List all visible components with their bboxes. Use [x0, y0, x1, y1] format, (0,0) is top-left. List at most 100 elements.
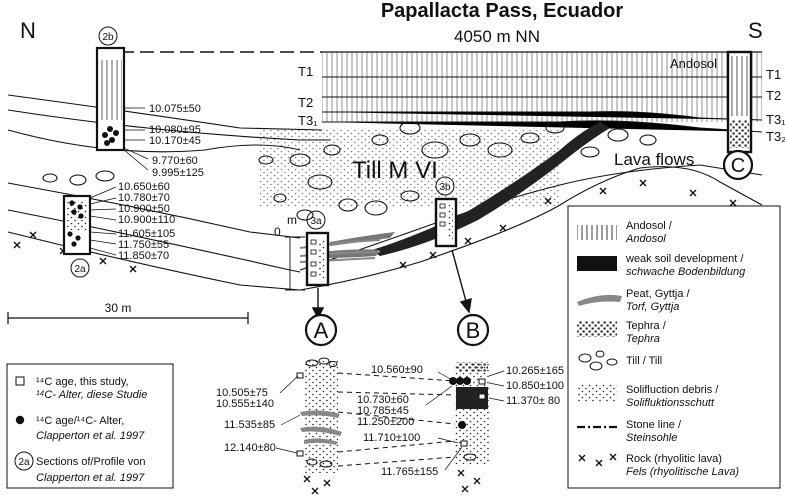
section-3b-marker — [435, 176, 455, 196]
date-mid-3: 10.785±45 — [357, 405, 409, 417]
column-b-date-leaders — [488, 370, 505, 402]
section-2b-marker — [98, 26, 118, 46]
andosol-tephra-band — [120, 51, 763, 133]
lava-flows-label: Lava flows — [614, 150, 694, 169]
legend-peat-de: Torf, Gyttja — [626, 301, 679, 313]
date-mid-6: 11.765±155 — [381, 466, 438, 478]
correlation-lines — [337, 372, 456, 467]
legend-till-swatch — [578, 350, 618, 371]
date-mid-5: 11.710±100 — [363, 432, 420, 444]
tephra-label-right-t2: T2 — [766, 88, 781, 103]
date-2a-3: 10.900±50 — [118, 203, 170, 215]
date-a-4: 12.140±80 — [224, 442, 276, 454]
tephra-label-left-t1: T1 — [298, 64, 313, 79]
section-3a-column — [305, 231, 330, 287]
legend-rock-swatch — [578, 453, 617, 467]
key-item-1-line2: ¹⁴C- Alter, diese Studie — [36, 389, 147, 401]
legend-solifluction-en: Solifluction debris / — [626, 384, 719, 396]
date-2a-7: 11.850±70 — [118, 250, 169, 262]
key-circle-icon — [14, 451, 34, 471]
key-box — [6, 363, 174, 489]
peat-soil-band — [372, 122, 610, 256]
legend-soil-en: weak soil development / — [625, 253, 744, 265]
column-b-marker — [456, 313, 490, 347]
legend-tephra-de: Tephra — [626, 333, 660, 345]
column-a-profile — [296, 357, 342, 495]
legend-andosol-en: Andosol / — [626, 220, 673, 232]
date-b-2: 10.850±100 — [506, 380, 564, 392]
section-c-column — [726, 50, 753, 154]
page-title: Papallacta Pass, Ecuador — [381, 0, 624, 22]
elevation-label: 4050 m NN — [454, 27, 540, 46]
legend-stoneline-de: Steinsohle — [626, 432, 677, 444]
section-2a-column — [62, 194, 92, 256]
section-3b-column — [434, 197, 458, 248]
legend-rock-de: Fels (rhyolitische Lava) — [626, 466, 739, 478]
key-item-3-line1: Sections of/Profile von — [36, 456, 145, 468]
column-b-code: B — [466, 318, 481, 343]
section-2a-marker — [70, 258, 90, 278]
key-item-3-line2: Clapperton et al. 1997 — [36, 472, 145, 484]
key-dot-icon — [15, 415, 25, 425]
depth-unit-label: m — [287, 213, 297, 227]
column-a-marker — [304, 313, 338, 347]
section-2b-column — [95, 46, 126, 152]
till-unit-label: Till M VI — [352, 157, 438, 184]
horizontal-scale-bar — [7, 312, 249, 324]
south-label: S — [748, 18, 763, 43]
date-2a-6: 11.750±55 — [118, 239, 169, 251]
date-mid-4: 11.250±200 — [357, 416, 414, 428]
column-a-date-leaders — [275, 375, 301, 454]
depth-zero-label: 0 — [274, 225, 281, 239]
legend-tephra-swatch — [577, 321, 617, 337]
date-2b-2: 10.080±95 — [149, 124, 201, 136]
legend-solifluction-swatch — [577, 384, 617, 402]
tephra-label-right-t1: T1 — [766, 67, 781, 82]
legend-peat-swatch — [577, 294, 622, 306]
date-2a-1: 10.650±60 — [118, 181, 170, 193]
legend-till-en: Till / Till — [626, 355, 662, 367]
date-2b-3: 10.170±45 — [149, 135, 201, 147]
legend-peat-en: Peat, Gyttja / — [626, 288, 691, 300]
tephra-label-left-t2: T2 — [298, 95, 313, 110]
date-a-3: 11.535±85 — [224, 419, 275, 431]
legend-andosol-swatch — [577, 225, 617, 240]
date-b-1: 10.265±165 — [506, 365, 564, 377]
depth-scale — [285, 236, 305, 291]
key-item-2-line2: Clapperton et al. 1997 — [36, 430, 145, 442]
andosol-unit-label: Andosol — [670, 56, 717, 71]
section-2a-code: 2a — [74, 264, 86, 275]
section-2b-code: 2b — [102, 32, 114, 43]
date-2b-4: 9.770±60 — [152, 155, 198, 167]
section-3b-code: 3b — [439, 182, 451, 193]
key-item-3-code: 2a — [18, 457, 30, 468]
legend-rock-en: Rock (rhyolitic lava) — [626, 453, 722, 465]
column-b-profile — [449, 362, 489, 493]
horizontal-scale-label: 30 m — [105, 301, 132, 315]
column-arrows — [311, 249, 472, 320]
column-a-code: A — [314, 318, 329, 343]
section-2a-date-leaders — [89, 186, 117, 256]
tephra-label-right-t3a: T3₁ — [766, 112, 785, 127]
slope-profile-lines — [7, 94, 763, 291]
date-2b-5: 9.995±125 — [152, 167, 204, 179]
date-2a-2: 10.780±70 — [118, 192, 170, 204]
date-mid-2: 10.730±60 — [357, 394, 409, 406]
key-square-icon — [15, 376, 25, 386]
legend-stoneline-en: Stone line / — [626, 419, 682, 431]
tephra-label-left-t3: T3₁ — [298, 113, 318, 128]
legend-soil-de: schwache Bodenbildung — [626, 266, 746, 278]
legend-soil-swatch — [577, 256, 617, 271]
date-2a-4: 10.900±110 — [118, 214, 175, 226]
section-2b-date-leaders — [123, 107, 149, 171]
section-3a-code: 3a — [310, 216, 322, 227]
date-a-1: 10.505±75 — [216, 387, 268, 399]
legend-box — [567, 205, 781, 489]
date-2b-1: 10.075±50 — [149, 103, 201, 115]
key-item-2-line1: ¹⁴C age/¹⁴C- Alter, — [36, 415, 124, 427]
date-2a-5: 11.605±105 — [118, 228, 175, 240]
tephra-label-right-t3b: T3₂ — [766, 129, 785, 144]
section-3a-marker — [306, 210, 326, 230]
legend-solifluction-de: Solifluktionsschutt — [626, 397, 715, 409]
